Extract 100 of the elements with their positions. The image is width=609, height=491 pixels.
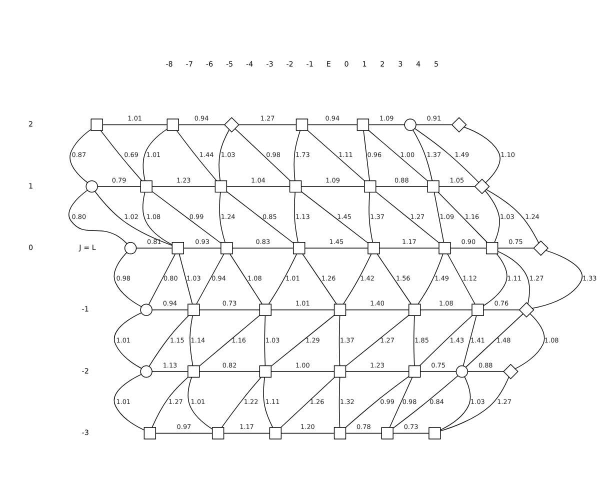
connector	[483, 308, 520, 310]
node-circle	[456, 364, 468, 378]
connector	[199, 370, 260, 372]
connector	[234, 128, 291, 181]
connector	[178, 124, 225, 125]
node-box	[220, 242, 233, 254]
node-box	[172, 242, 184, 254]
connector	[498, 250, 530, 304]
connector	[188, 376, 213, 429]
connector	[304, 247, 368, 248]
connector	[264, 314, 266, 366]
node-diamond	[451, 116, 467, 132]
connector	[114, 312, 142, 368]
connector	[420, 308, 472, 310]
node-box	[289, 180, 302, 192]
connector	[368, 191, 373, 242]
connector	[486, 188, 540, 243]
connector	[376, 253, 412, 304]
connector	[232, 247, 294, 248]
label: 2	[380, 58, 385, 68]
connector	[419, 314, 473, 366]
node-box	[296, 118, 308, 130]
label: -8	[166, 58, 173, 68]
connector	[368, 124, 405, 125]
label: 1	[362, 58, 367, 68]
connector	[392, 432, 430, 434]
connector	[183, 247, 222, 248]
connector	[218, 128, 230, 181]
connector	[462, 314, 477, 366]
connector	[281, 432, 335, 434]
connector	[190, 314, 194, 366]
label: J = L	[79, 242, 96, 252]
node-box	[293, 242, 306, 254]
connector	[230, 253, 262, 304]
connector	[338, 314, 340, 366]
connector	[515, 312, 545, 369]
connector	[114, 374, 144, 430]
label: 0	[344, 58, 349, 68]
label: 5	[434, 58, 439, 68]
node-box	[427, 180, 440, 192]
label: -7	[186, 58, 193, 68]
connector	[345, 432, 382, 434]
connector	[226, 190, 294, 243]
node-circle	[404, 118, 416, 130]
connector	[270, 314, 335, 366]
connector	[307, 124, 358, 125]
label: -2	[286, 58, 294, 68]
connector	[464, 126, 500, 183]
connector	[268, 253, 298, 304]
connector	[178, 253, 193, 304]
node-box	[269, 426, 282, 439]
node-box	[166, 118, 179, 130]
connector	[148, 253, 176, 304]
label: 1	[28, 180, 34, 190]
connector	[221, 376, 262, 428]
connector	[447, 253, 476, 304]
connector	[152, 308, 188, 310]
node-diamond	[518, 302, 534, 318]
connector	[345, 314, 410, 366]
connector	[68, 189, 128, 244]
connector	[199, 314, 260, 366]
connector	[224, 432, 270, 434]
label: -2	[82, 366, 89, 375]
connector	[155, 432, 213, 434]
connector	[263, 376, 274, 428]
node-box	[90, 118, 103, 130]
connector	[434, 191, 444, 242]
connector	[414, 128, 480, 182]
label: -4	[246, 58, 254, 68]
label: -3	[266, 58, 274, 68]
label: -5	[226, 58, 234, 68]
connector	[420, 370, 456, 372]
node-box	[408, 364, 421, 378]
connector	[414, 314, 415, 366]
node-diamond	[224, 116, 240, 132]
node-box	[334, 364, 346, 378]
node-box	[368, 242, 380, 254]
connector	[294, 130, 300, 181]
label: -3	[82, 428, 89, 437]
node-box	[356, 118, 370, 130]
connector	[196, 253, 224, 304]
node-box	[334, 303, 346, 316]
connector	[294, 191, 298, 242]
connector	[142, 191, 172, 245]
connector	[199, 308, 260, 310]
label: -6	[206, 58, 214, 68]
label: -1	[306, 58, 314, 68]
connector	[412, 129, 433, 180]
node-diamond	[533, 240, 549, 256]
connector	[136, 247, 172, 248]
label: 4	[416, 58, 421, 68]
connector	[389, 376, 413, 428]
connector	[152, 376, 188, 428]
connector	[467, 370, 504, 372]
connector	[338, 376, 340, 428]
node-diamond	[503, 363, 518, 379]
node-circle	[140, 303, 152, 316]
node-box	[188, 364, 200, 378]
connector	[498, 247, 534, 248]
connector	[346, 308, 410, 310]
